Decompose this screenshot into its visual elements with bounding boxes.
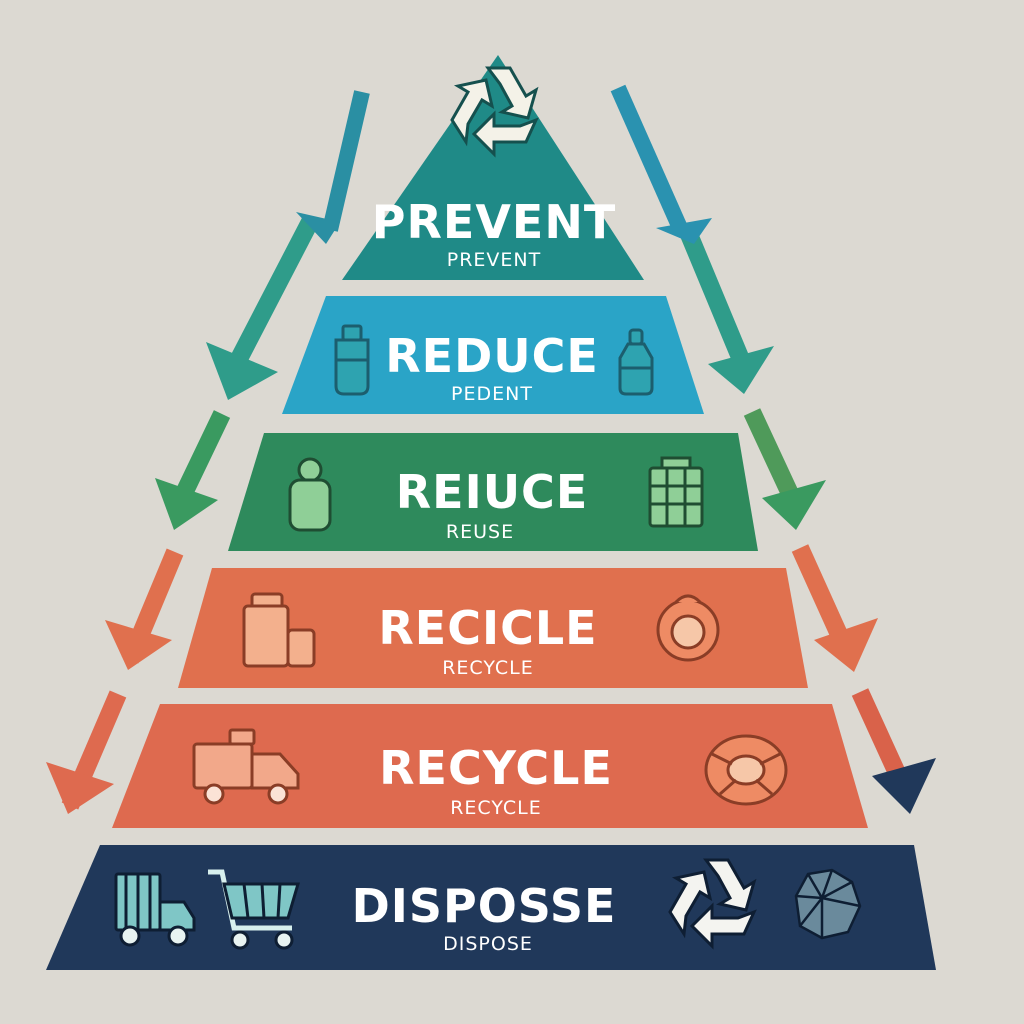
right-arrow-3 (743, 408, 801, 502)
tier-2-title: REDUCE (385, 329, 599, 383)
tier-4-title: RECICLE (378, 601, 597, 655)
left-arrowhead-3 (155, 478, 218, 530)
left-arrowhead-5 (46, 762, 114, 814)
crate-icon (648, 456, 704, 528)
right-arrowhead-2 (708, 346, 774, 394)
tier-3-shape (228, 433, 758, 551)
left-arrowhead-1 (296, 212, 340, 244)
tier-4-subtitle: RECYCLE (442, 657, 534, 679)
right-arrowhead-4 (814, 618, 878, 672)
bottle-icon (618, 328, 654, 396)
right-arrow-5 (851, 688, 911, 788)
tier-1-title: PREVENT (372, 195, 616, 249)
left-arrowhead-4 (105, 620, 172, 670)
recycle-icon (450, 66, 539, 158)
pyramid (46, 55, 936, 970)
left-arrow-2 (220, 213, 320, 385)
right-arrowhead-1 (656, 218, 712, 244)
left-arrow-1 (322, 90, 370, 232)
jar-icon (288, 457, 332, 532)
truck-icon (192, 728, 300, 805)
tier-3-subtitle: REUSE (446, 521, 514, 543)
crumpled-paper-icon (794, 868, 862, 940)
tier-6-title: DISPOSSE (352, 879, 617, 933)
left-arrowheads (46, 212, 340, 814)
tier-6-subtitle: DISPOSE (443, 933, 533, 955)
tier-3-title: REIUCE (396, 465, 589, 519)
right-arrow-1 (610, 84, 688, 232)
tier-5-title: RECYCLE (379, 741, 613, 795)
tier-1-subtitle: PREVENT (447, 249, 542, 271)
cart-icon (208, 869, 301, 950)
bottle-icon (334, 324, 370, 396)
right-arrowhead-3 (762, 480, 826, 530)
truck-icon (114, 872, 196, 947)
tier-1-shape (342, 55, 644, 280)
tier-2-shape (282, 296, 704, 414)
right-arrowheads (656, 218, 936, 814)
rubber-ring-icon (704, 734, 788, 806)
tier-5-subtitle: RECYCLE (450, 797, 542, 819)
tier-2-subtitle: PEDENT (451, 383, 533, 405)
containers-icon (242, 592, 316, 668)
tier-4-shape (178, 568, 808, 688)
right-arrowhead-5 (872, 758, 936, 814)
tier-labels: PREVENT PREVENT REDUCE PEDENT REIUCE REU… (352, 195, 617, 955)
recycle-icon (668, 858, 757, 950)
left-arrowhead-2 (206, 342, 278, 400)
right-arrow-2 (679, 228, 751, 366)
ball-icon (656, 594, 720, 662)
tier-5-shape (112, 704, 868, 828)
